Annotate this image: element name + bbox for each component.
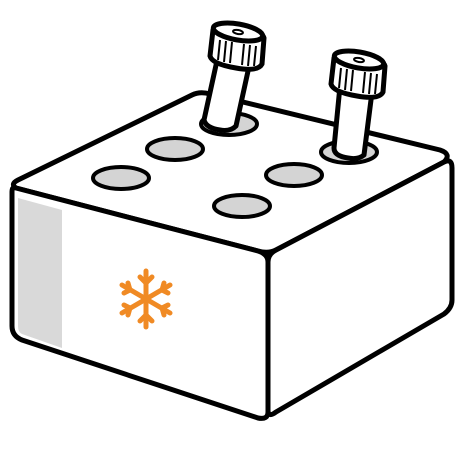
rack-side-stripe bbox=[18, 198, 62, 348]
rack-well bbox=[212, 193, 272, 219]
rack-right-face bbox=[265, 158, 455, 418]
rack-well bbox=[264, 162, 324, 188]
sample-tube bbox=[328, 48, 388, 162]
sample-tube bbox=[201, 20, 267, 133]
snowflake-icon bbox=[119, 268, 173, 330]
rack-well bbox=[145, 136, 205, 162]
rack-well bbox=[91, 165, 151, 191]
